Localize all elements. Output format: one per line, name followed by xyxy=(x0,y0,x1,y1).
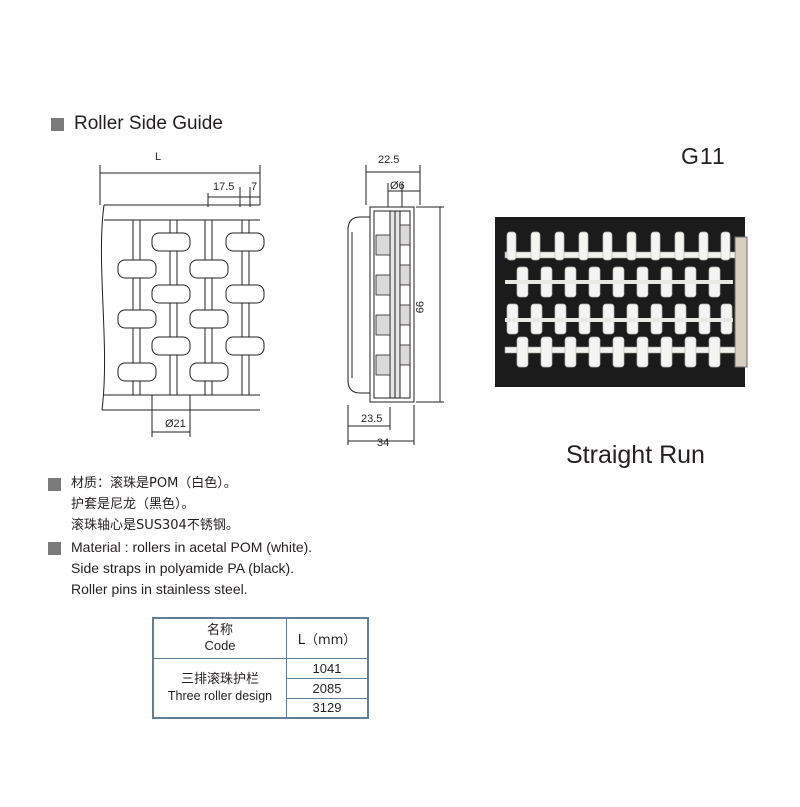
spec-table: 名称 Code L（mm） 三排滚珠护栏 Three roller design… xyxy=(152,617,369,719)
dim-pin-dia: Ø6 xyxy=(390,180,405,192)
heading-bullet-icon xyxy=(51,118,64,131)
model-code: G11 xyxy=(681,143,726,169)
material-en-line1: Material : rollers in acetal POM (white)… xyxy=(71,539,313,555)
page-title: Roller Side Guide xyxy=(74,113,223,134)
dim-width-top: 22.5 xyxy=(378,154,400,166)
row-design-cn: 三排滚珠护栏 xyxy=(180,671,259,687)
length-value: 3129 xyxy=(286,697,369,719)
header-code: 名称 Code xyxy=(152,617,287,659)
material-cn-line2: 护套是尼龙（黑色）。 xyxy=(71,497,195,512)
row-design: 三排滚珠护栏 Three roller design xyxy=(152,657,287,719)
material-en: Material : rollers in acetal POM (white)… xyxy=(71,537,312,600)
material-en-line3: Roller pins in stainless steel. xyxy=(71,581,248,597)
dim-overall: 34 xyxy=(377,437,390,449)
material-cn-line3: 滚珠轴心是SUS304不锈钢。 xyxy=(71,518,239,533)
material-cn: 材质：滚珠是POM（白色）。 护套是尼龙（黑色）。 滚珠轴心是SUS304不锈钢… xyxy=(71,473,239,536)
dim-roller-dia: Ø21 xyxy=(165,418,186,430)
dim-inner: 23.5 xyxy=(361,413,383,425)
product-photo xyxy=(495,217,748,387)
material-cn-line1: 材质：滚珠是POM（白色）。 xyxy=(71,476,237,491)
side-view-drawing xyxy=(347,165,444,445)
length-value: 1041 xyxy=(286,657,369,679)
dim-gap: 7 xyxy=(251,181,258,193)
bullet-en-icon xyxy=(48,542,61,555)
dim-pitch: 17.5 xyxy=(213,181,235,193)
header-code-en: Code xyxy=(204,638,236,654)
dim-length: L xyxy=(155,151,162,163)
photo-caption: Straight Run xyxy=(566,441,705,469)
row-design-en: Three roller design xyxy=(167,688,273,703)
bullet-cn-icon xyxy=(48,478,61,491)
length-value: 2085 xyxy=(286,677,369,699)
material-en-line2: Side straps in polyamide PA (black). xyxy=(71,560,295,576)
header-code-cn: 名称 xyxy=(206,623,233,639)
header-length: L（mm） xyxy=(286,617,369,659)
top-view-drawing xyxy=(99,165,265,437)
dim-height: 99 xyxy=(413,301,425,314)
